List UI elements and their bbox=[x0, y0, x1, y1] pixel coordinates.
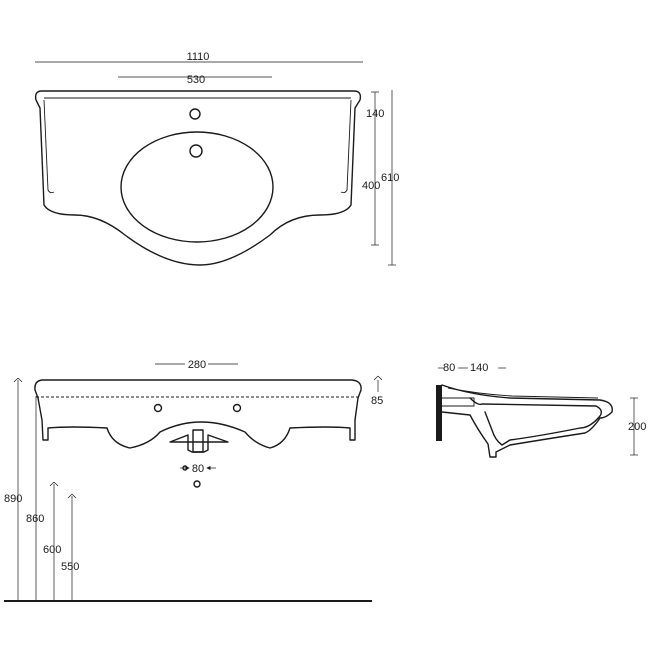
tap-hole bbox=[189, 108, 201, 120]
top-depth-dimensions: 140 400 610 bbox=[362, 90, 399, 266]
side-view: 80 140 200 bbox=[436, 362, 646, 458]
side-wall-mount bbox=[436, 385, 442, 441]
side-height-dimension: 200 bbox=[628, 397, 646, 456]
front-drain-body bbox=[169, 434, 229, 453]
top-basin-outline bbox=[34, 90, 362, 266]
front-drain-label: 80 bbox=[192, 463, 204, 475]
side-height-label: 200 bbox=[628, 421, 646, 433]
front-thickness-dimension: 85 bbox=[371, 375, 383, 407]
side-rim-top bbox=[447, 387, 599, 399]
top-inner-width-label: 530 bbox=[187, 74, 205, 86]
height-600-label: 600 bbox=[43, 544, 61, 556]
bowl-ellipse bbox=[120, 131, 274, 243]
top-view: 1110 530 140 400 610 bbox=[34, 51, 399, 266]
height-890-label: 890 bbox=[4, 493, 22, 505]
top-bowl-depth-label: 400 bbox=[362, 180, 380, 192]
top-tap-offset-label: 140 bbox=[366, 108, 384, 120]
front-thickness-label: 85 bbox=[371, 395, 383, 407]
overflow-hole bbox=[189, 144, 203, 158]
side-top-dimensions: 80 140 bbox=[438, 362, 506, 374]
top-width-label: 1110 bbox=[187, 51, 210, 63]
top-width-dimension: 1110 bbox=[35, 51, 363, 63]
front-centers-dimension: 280 bbox=[155, 359, 238, 371]
front-view: 280 80 85 890 860 bbox=[4, 359, 383, 602]
top-rim-left-inner bbox=[43, 99, 55, 194]
side-back-label: 80 bbox=[443, 362, 455, 374]
side-basin-outline bbox=[441, 384, 613, 458]
front-hole-right bbox=[232, 403, 242, 413]
front-basin-outline bbox=[34, 379, 362, 449]
side-bracket bbox=[442, 397, 475, 407]
front-height-dimensions: 890 860 600 550 bbox=[4, 377, 79, 600]
front-hole-left bbox=[153, 403, 163, 413]
top-total-depth-label: 610 bbox=[381, 172, 399, 184]
height-860-label: 860 bbox=[26, 513, 44, 525]
front-centers-label: 280 bbox=[188, 359, 206, 371]
front-drain-dimension: 80 bbox=[180, 463, 216, 488]
front-drain-pipe bbox=[192, 429, 204, 453]
top-inner-width-dimension: 530 bbox=[118, 74, 272, 86]
top-rim-right-inner bbox=[340, 99, 352, 194]
side-basin-inner bbox=[469, 397, 603, 446]
height-550-label: 550 bbox=[61, 561, 79, 573]
side-tap-label: 140 bbox=[470, 362, 488, 374]
